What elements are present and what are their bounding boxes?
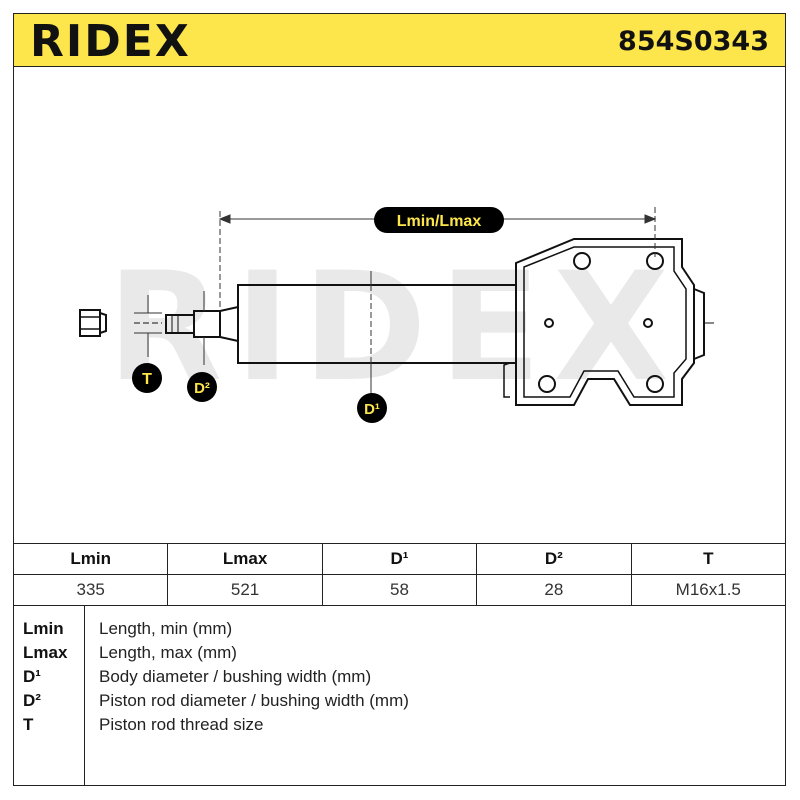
header-t: T <box>630 543 787 575</box>
legend-desc: Length, max (mm) <box>99 643 237 662</box>
header-d1: D¹ <box>321 543 478 575</box>
nut <box>79 309 107 337</box>
body-diameter-badge-label: D¹ <box>364 401 380 418</box>
spec-table: Lmin Lmax D¹ D² T 335 521 58 28 M16x1.5 <box>12 543 787 606</box>
legend-abbr: Lmin <box>23 619 64 638</box>
brand-logo: RIDEX <box>30 16 191 67</box>
spec-header-row: Lmin Lmax D¹ D² T <box>12 543 787 575</box>
rod-diameter-badge-label: D² <box>194 380 210 397</box>
legend-desc: Body diameter / bushing width (mm) <box>99 667 372 686</box>
spec-value-row: 335 521 58 28 M16x1.5 <box>12 574 787 606</box>
legend-desc: Length, min (mm) <box>99 619 233 638</box>
length-dimension-label: Lmin/Lmax <box>397 213 482 230</box>
value-d2: 28 <box>476 574 632 606</box>
value-lmax: 521 <box>167 574 323 606</box>
legend-desc: Piston rod thread size <box>99 715 264 734</box>
legend-abbr: D¹ <box>23 667 41 686</box>
legend-item: T Piston rod thread size <box>14 715 785 739</box>
shock-absorber-drawing: RIDEX <box>79 207 714 423</box>
length-dimension-badge: Lmin/Lmax <box>374 207 504 233</box>
legend-item: Lmin Length, min (mm) <box>14 619 785 643</box>
body-diameter-badge: D¹ <box>357 393 387 423</box>
header-lmin: Lmin <box>12 543 169 575</box>
value-lmin: 335 <box>12 574 169 606</box>
legend-abbr: Lmax <box>23 643 68 662</box>
legend: Lmin Length, min (mm) Lmax Length, max (… <box>13 605 786 786</box>
header-bar: RIDEX 854S0343 <box>13 13 786 67</box>
header-d2: D² <box>476 543 632 575</box>
legend-abbr: T <box>23 715 34 734</box>
legend-desc: Piston rod diameter / bushing width (mm) <box>99 691 409 710</box>
thread-badge-label: T <box>142 371 152 388</box>
legend-item: D² Piston rod diameter / bushing width (… <box>14 691 785 715</box>
legend-divider <box>84 605 85 785</box>
value-d1: 58 <box>321 574 478 606</box>
legend-item: D¹ Body diameter / bushing width (mm) <box>14 667 785 691</box>
thread-badge: T <box>132 363 162 393</box>
header-lmax: Lmax <box>167 543 323 575</box>
mount-bracket <box>503 238 714 406</box>
value-t: M16x1.5 <box>630 574 787 606</box>
rod-diameter-badge: D² <box>187 372 217 402</box>
part-number: 854S0343 <box>618 26 769 57</box>
legend-abbr: D² <box>23 691 41 710</box>
legend-item: Lmax Length, max (mm) <box>14 643 785 667</box>
